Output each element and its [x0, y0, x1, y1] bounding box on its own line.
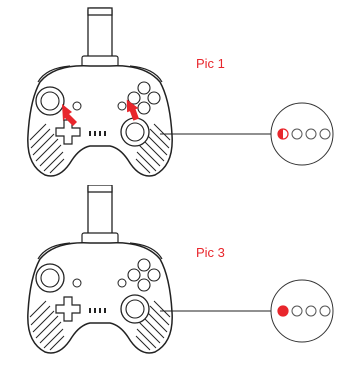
pic-3-label: Pic 3 [196, 245, 225, 260]
face-buttons [127, 258, 161, 292]
diagram-panel-pic1: Pic 1 [0, 0, 342, 185]
center-dots [89, 308, 106, 313]
led-2 [291, 305, 303, 317]
phone-holder-top [87, 185, 113, 193]
diagram-panel-pic3: Pic 3 [0, 185, 342, 370]
left-grip-texture [29, 300, 65, 351]
led-3 [305, 128, 317, 140]
dpad [55, 119, 81, 145]
led-1-on [277, 305, 289, 317]
led-indicator [277, 305, 331, 317]
led-4 [319, 305, 331, 317]
led-4 [319, 128, 331, 140]
right-grip-texture [135, 123, 171, 174]
face-buttons [127, 81, 161, 115]
left-grip-texture [29, 123, 65, 174]
phone-holder-top [87, 7, 113, 16]
controller-body [27, 242, 173, 354]
gamepad-illustration [27, 7, 334, 177]
gamepad-illustration [27, 185, 334, 354]
right-grip-texture [135, 300, 171, 351]
led-indicator [277, 128, 331, 140]
press-arrow-icon [62, 99, 139, 126]
led-3 [305, 305, 317, 317]
center-dots [89, 131, 106, 136]
dpad [55, 296, 81, 322]
controller-body [27, 65, 173, 177]
pic-1-label: Pic 1 [196, 56, 225, 71]
led-2 [291, 128, 303, 140]
